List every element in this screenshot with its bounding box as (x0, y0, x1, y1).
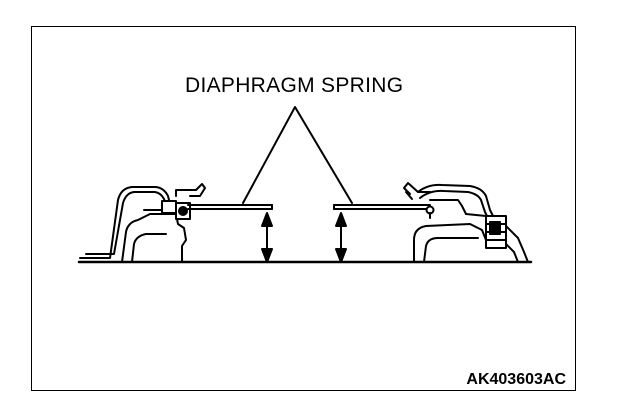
figure-code-label: AK403603AC (466, 371, 566, 388)
height-measurement-arrows (261, 212, 347, 263)
left-pressure-plate-assembly (79, 183, 206, 263)
right-diaphragm-finger (333, 204, 431, 210)
diaphragm-spring-callout-label: DIAPHRAGM SPRING (185, 74, 404, 97)
left-diaphragm-finger (187, 204, 273, 210)
right-pressure-plate-assembly (403, 182, 529, 263)
callout-leader-lines (242, 106, 353, 204)
